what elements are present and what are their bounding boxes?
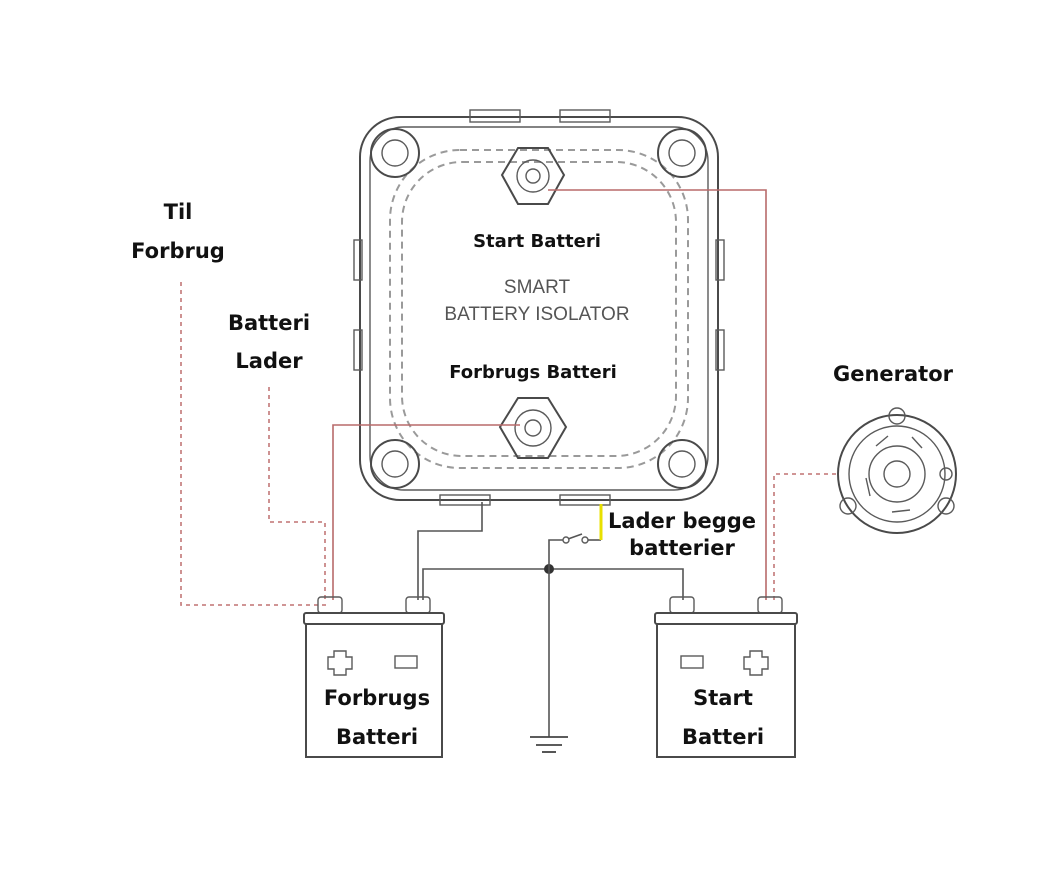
- wire-generator: [773, 473, 836, 600]
- battery-forbrugs: Forbrugs Batteri: [303, 596, 445, 758]
- battery-isolator: Start Batteri SMART BATTERY ISOLATOR For…: [353, 109, 725, 506]
- label-generator: Generator: [833, 362, 954, 386]
- wire-forbrugs-positive: [332, 424, 520, 600]
- label-lader: Lader: [235, 349, 303, 373]
- bottom-terminal: [498, 397, 568, 459]
- wire-ground-bus: [422, 568, 684, 600]
- bolt-icon: [370, 439, 420, 489]
- ground-icon: [530, 736, 568, 753]
- switch-icon: [548, 504, 603, 569]
- bolt-icon: [657, 439, 707, 489]
- plus-icon: [743, 650, 769, 676]
- top-terminal-label: Start Batteri: [473, 231, 601, 252]
- battery-left-line1: Forbrugs: [324, 686, 430, 710]
- isolator-title-line2: BATTERY ISOLATOR: [444, 304, 629, 325]
- bottom-terminal-label: Forbrugs Batteri: [449, 362, 617, 383]
- label-forbrug: Forbrug: [131, 239, 225, 263]
- battery-left-line2: Batteri: [336, 725, 418, 749]
- minus-icon: [680, 655, 704, 669]
- wire-til-forbrug: [180, 282, 326, 606]
- minus-icon: [394, 655, 418, 669]
- top-terminal: [500, 147, 566, 205]
- label-til: Til: [164, 200, 193, 224]
- battery-right-line1: Start: [693, 686, 753, 710]
- label-lader-begge: Lader begge: [608, 509, 756, 533]
- label-batterier: batterier: [629, 536, 735, 560]
- battery-start: Start Batteri: [654, 596, 798, 758]
- plus-icon: [327, 650, 353, 676]
- wire-start-positive: [548, 189, 767, 600]
- generator-icon: [837, 407, 957, 534]
- isolator-title-line1: SMART: [504, 277, 571, 298]
- battery-right-line2: Batteri: [682, 725, 764, 749]
- label-batteri: Batteri: [228, 311, 310, 335]
- bolt-icon: [657, 128, 707, 178]
- wire-isolator-ground: [417, 502, 483, 600]
- wire-batteri-lader: [268, 387, 326, 600]
- bolt-icon: [370, 128, 420, 178]
